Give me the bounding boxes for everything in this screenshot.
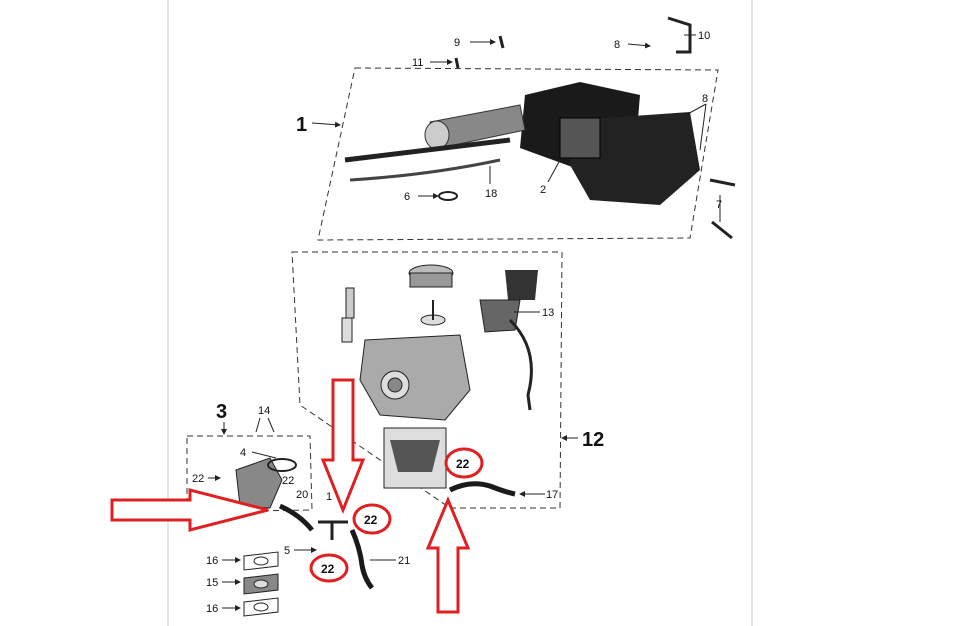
- label-22b: 22: [282, 475, 294, 487]
- label-16b: 16: [206, 603, 218, 615]
- label-11: 11: [412, 57, 423, 69]
- highlight-circle-22-carb: [444, 447, 484, 479]
- group-3-dashed-outline: [186, 435, 313, 513]
- insulator-15-part: [243, 573, 279, 595]
- leader-4: [251, 451, 277, 459]
- leader-1: [311, 121, 341, 128]
- leader-8b: [639, 103, 707, 141]
- label-12: 12: [582, 429, 604, 451]
- label-2: 2: [540, 184, 546, 196]
- label-8a: 8: [614, 39, 620, 51]
- label-22a: 22: [192, 473, 204, 485]
- label-22c: 22: [456, 457, 470, 471]
- label-15: 15: [206, 577, 218, 589]
- label-13: 13: [542, 307, 554, 319]
- label-1: 1: [296, 114, 307, 136]
- label-17: 17: [546, 489, 558, 501]
- group-12-dashed-outline: [291, 251, 563, 509]
- label-20: 20: [296, 489, 308, 501]
- red-arrow-up: [425, 496, 471, 614]
- leader-2: [547, 159, 561, 183]
- red-arrow-right: [110, 488, 269, 532]
- label-14: 14: [258, 405, 270, 417]
- leader-14a: [255, 417, 261, 433]
- leader-14b: [267, 417, 275, 433]
- highlight-circle-22-bottom: [309, 553, 349, 583]
- label-10: 10: [698, 30, 710, 42]
- label-7: 7: [716, 199, 722, 211]
- red-arrow-down: [320, 378, 366, 515]
- hose-21-part: [349, 528, 374, 590]
- oring-4-part: [267, 458, 297, 472]
- gasket-16a-part: [243, 551, 279, 571]
- hose-20-part: [278, 503, 314, 532]
- label-1b: 1: [326, 491, 332, 503]
- tee-fitting-part: [318, 520, 348, 540]
- label-8b: 8: [702, 93, 708, 105]
- clamp-6-part: [438, 191, 458, 201]
- leader-8c: [699, 103, 707, 151]
- screw-11-part: [454, 57, 460, 69]
- gasket-16b-part: [243, 597, 279, 617]
- label-18: 18: [485, 188, 497, 200]
- carburetor-assembly: [341, 264, 538, 489]
- label-16a: 16: [206, 555, 218, 567]
- label-6: 6: [404, 191, 410, 203]
- highlight-circle-22-tee: [352, 503, 392, 535]
- label-4: 4: [240, 447, 246, 459]
- group-1-dashed-outline: [317, 67, 719, 241]
- label-22d: 22: [364, 513, 378, 527]
- leader-8a: [627, 42, 651, 49]
- screw-9-part: [498, 35, 505, 49]
- label-9: 9: [454, 37, 460, 49]
- hose-17-part: [448, 481, 516, 497]
- label-21: 21: [398, 555, 410, 567]
- bracket-10-part: [667, 16, 692, 54]
- air-filter-assembly: [344, 82, 736, 240]
- label-3: 3: [216, 401, 227, 423]
- label-22e: 22: [321, 562, 335, 576]
- manifold-part: [235, 457, 283, 509]
- label-5: 5: [284, 545, 290, 557]
